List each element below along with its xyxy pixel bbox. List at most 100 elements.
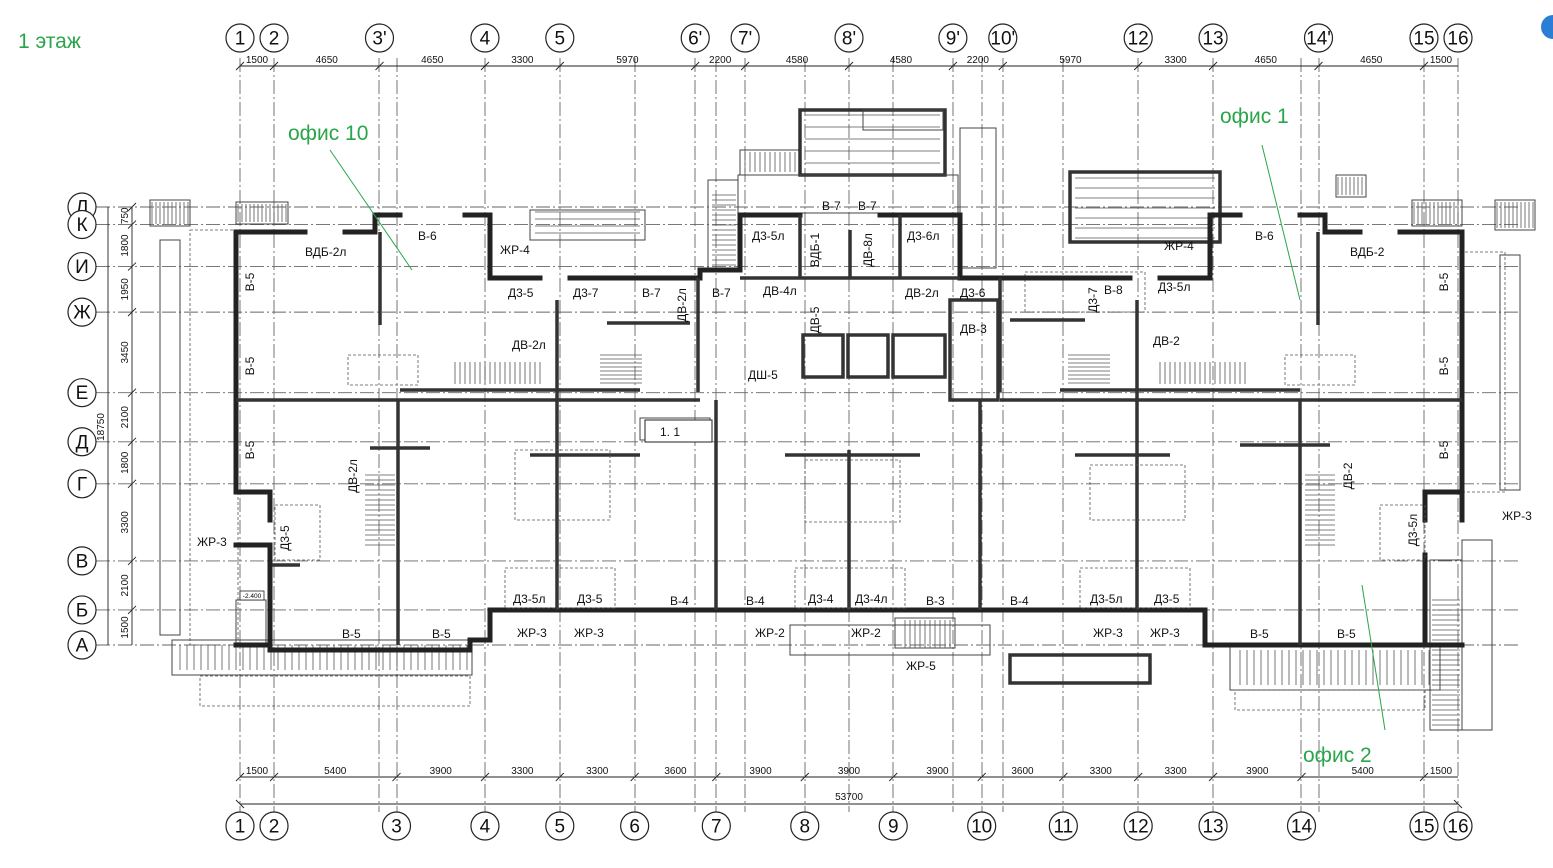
- element-tag: Д3-5л: [513, 592, 545, 606]
- dimension-tick: [392, 772, 401, 782]
- axis-label: 3: [391, 817, 402, 838]
- dimension-label: 3900: [430, 766, 453, 777]
- axis-bubble: 12: [1123, 811, 1153, 841]
- element-tag: В-6: [1255, 229, 1274, 243]
- dimension-label: 3300: [120, 511, 131, 534]
- dimension-tick: [269, 772, 279, 782]
- axis-label: И: [75, 257, 89, 278]
- dimension-label: 3300: [511, 766, 534, 777]
- axis-bubble: 1: [225, 811, 255, 841]
- dimension-tick: [269, 61, 279, 71]
- dimension-tick: [235, 61, 245, 71]
- element-tag: В-8: [1104, 283, 1123, 297]
- overall-depth-label: 18750: [96, 413, 107, 441]
- element-tag: В-3: [926, 594, 945, 608]
- element-tag: ВДБ-1: [808, 232, 822, 267]
- row-bubble: Д: [67, 427, 97, 457]
- element-tag: Д3-5: [577, 592, 603, 606]
- dimension-tick: [127, 262, 137, 271]
- dimension-tick: [127, 202, 137, 212]
- element-tag: В-4: [670, 594, 689, 608]
- axis-bubble: 16: [1443, 23, 1473, 53]
- left-dimension-chain: [107, 207, 133, 645]
- axis-bubble: 1: [225, 23, 255, 53]
- element-tag: Д3-5: [278, 525, 292, 551]
- element-tag: ЖР-3: [1150, 626, 1180, 640]
- dimension-label: 4650: [316, 55, 339, 66]
- element-tag: ЖР-3: [574, 626, 604, 640]
- element-tag: Д3-5л: [1090, 592, 1122, 606]
- dimension-label: 3300: [1090, 766, 1113, 777]
- element-tag: ЖР-3: [517, 626, 547, 640]
- element-tag: В-6: [418, 229, 437, 243]
- dimension-label: 2100: [120, 574, 131, 597]
- axis-label: 6: [629, 817, 640, 838]
- element-tag: В-5: [1337, 627, 1356, 641]
- element-tag: Д3-6: [960, 286, 986, 300]
- axis-label: Ж: [73, 303, 91, 324]
- element-tag: ЖР-3: [1093, 626, 1123, 640]
- axis-bubble: 14': [1303, 23, 1334, 53]
- element-tag: В-5: [243, 272, 257, 291]
- axis-label: Г: [77, 474, 87, 495]
- element-tag: ВДБ-2: [1350, 245, 1385, 259]
- element-tag: В-5: [243, 356, 257, 375]
- axis-label: 12: [1128, 817, 1149, 838]
- dimension-tick: [1297, 772, 1306, 782]
- dimension-label: 1500: [1430, 55, 1453, 66]
- dimension-tick: [1314, 61, 1323, 71]
- axis-label: Б: [76, 600, 88, 621]
- axis-label: 4: [480, 29, 491, 50]
- dimension-label: 1800: [120, 234, 131, 257]
- dimension-label: 3300: [586, 766, 609, 777]
- element-tag: ЖР-3: [197, 535, 227, 549]
- element-tag: Д3-7: [573, 286, 599, 300]
- room-label-office-2: офис 2: [1303, 744, 1372, 767]
- dimension-tick: [800, 772, 810, 782]
- axis-label: 13: [1202, 29, 1223, 50]
- element-tag: ВДБ-2л: [305, 245, 346, 259]
- axis-bubble: 9': [938, 23, 968, 53]
- dimension-tick: [1059, 772, 1068, 782]
- axis-bubble: 2: [259, 811, 289, 841]
- axis-bubble: 10: [967, 811, 997, 841]
- element-tag: ДВ-2: [1341, 462, 1355, 489]
- exterior-stairs-and-balconies: [149, 108, 1536, 731]
- axis-bubble: 14: [1286, 811, 1317, 841]
- axis-bubble: 12: [1123, 23, 1153, 53]
- axis-label: Д: [76, 432, 89, 453]
- axis-bubble: 6: [620, 811, 650, 841]
- axis-label: 7': [738, 29, 752, 50]
- exterior-walls: [233, 212, 1465, 653]
- dimension-label: 3300: [1164, 55, 1187, 66]
- dimension-label: 5970: [1059, 55, 1082, 66]
- element-tag: Д3-5л: [752, 229, 784, 243]
- row-bubble: Г: [67, 469, 97, 499]
- axis-label: 14': [1306, 29, 1331, 50]
- dimension-label: 1950: [120, 278, 131, 301]
- axis-bubble: 4: [470, 23, 500, 53]
- dimension-tick: [235, 772, 245, 782]
- dimension-tick: [630, 772, 639, 782]
- overall-length-label: 53700: [835, 792, 863, 803]
- axis-label: 1: [235, 817, 246, 838]
- dimension-tick: [1419, 61, 1429, 71]
- axis-bubble: 7: [701, 811, 731, 841]
- dimension-tick: [1208, 772, 1218, 782]
- axis-label: 2: [269, 29, 280, 50]
- element-tag: ДВ-5: [808, 306, 822, 333]
- element-tag: ЖР-2: [755, 626, 785, 640]
- dimension-tick: [555, 61, 565, 71]
- axis-label: 9': [946, 29, 960, 50]
- dimension-label: 1800: [120, 451, 131, 474]
- dimension-tick: [1133, 61, 1143, 71]
- dimension-tick: [127, 605, 137, 615]
- axis-label: 7: [711, 817, 722, 838]
- axis-bubble: 11: [1048, 811, 1078, 841]
- dimension-tick: [127, 479, 137, 489]
